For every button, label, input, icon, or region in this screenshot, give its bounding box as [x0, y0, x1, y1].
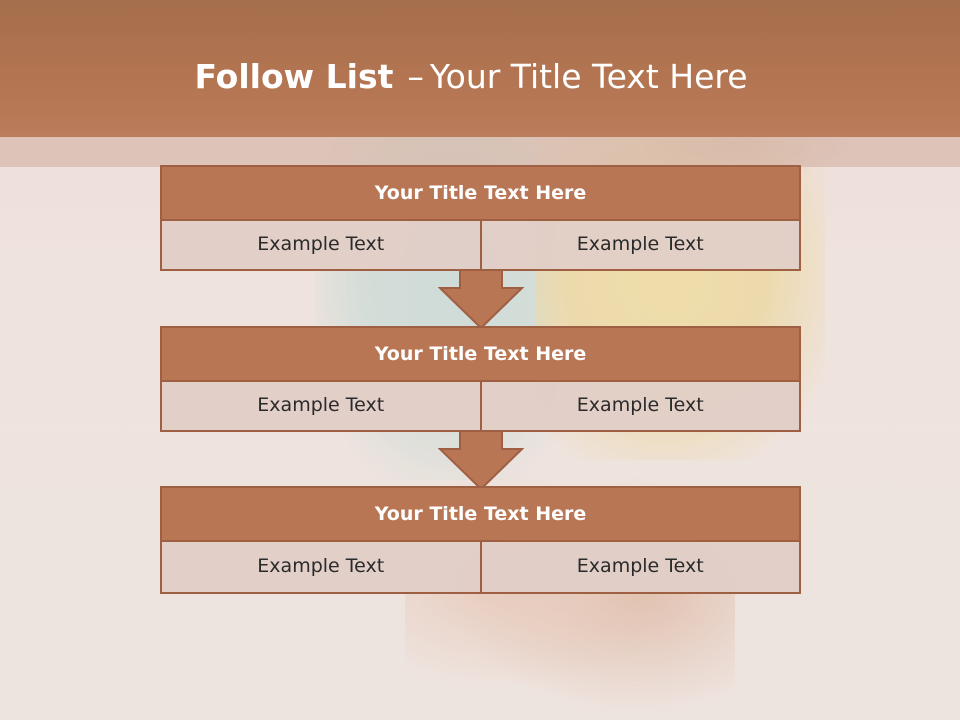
block-cell-right: Example Text	[481, 382, 801, 432]
block-title: Your Title Text Here	[160, 326, 801, 382]
slide-title-dash: –	[407, 57, 424, 96]
arrow-down-icon	[438, 270, 524, 330]
block-row: Example Text Example Text	[160, 542, 801, 594]
list-block-2: Your Title Text Here Example Text Exampl…	[160, 326, 801, 432]
block-row: Example Text Example Text	[160, 221, 801, 271]
slide-title: Follow List–Your Title Text Here	[0, 52, 942, 102]
block-row: Example Text Example Text	[160, 382, 801, 432]
title-bar-band	[0, 137, 960, 167]
block-cell-right: Example Text	[481, 542, 801, 594]
list-block-3: Your Title Text Here Example Text Exampl…	[160, 486, 801, 594]
block-cell-left: Example Text	[160, 221, 482, 271]
block-title: Your Title Text Here	[160, 486, 801, 542]
slide-title-text: Your Title Text Here	[429, 57, 748, 96]
block-cell-right: Example Text	[481, 221, 801, 271]
slide-title-bold: Follow List	[194, 57, 394, 96]
arrow-down-icon	[438, 431, 524, 491]
list-block-1: Your Title Text Here Example Text Exampl…	[160, 165, 801, 271]
block-title: Your Title Text Here	[160, 165, 801, 221]
title-bar	[0, 0, 960, 137]
block-cell-left: Example Text	[160, 382, 482, 432]
block-cell-left: Example Text	[160, 542, 482, 594]
